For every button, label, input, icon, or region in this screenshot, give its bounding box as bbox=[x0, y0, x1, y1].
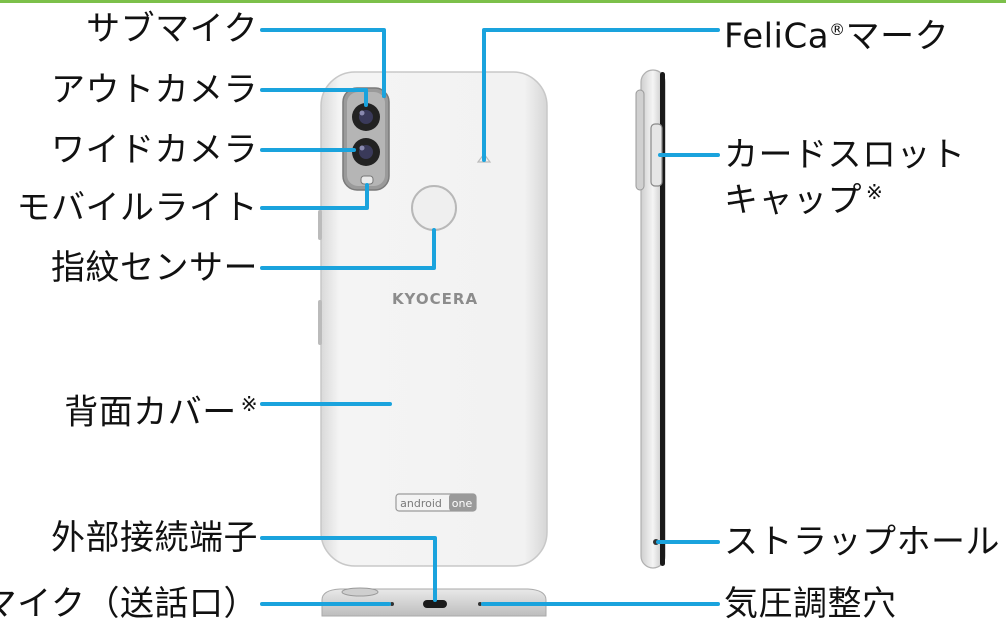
label-card-slot-line1: カードスロット bbox=[724, 135, 966, 175]
label-strap-hole: ストラップホール bbox=[724, 522, 1000, 562]
label-out-camera: アウトカメラ bbox=[51, 70, 258, 110]
os-badge: android one bbox=[395, 493, 477, 512]
phone-side-view bbox=[635, 69, 666, 569]
label-external-port: 外部接続端子 bbox=[51, 518, 258, 558]
felica-text: FeliCa bbox=[724, 16, 830, 57]
card-slot-cap-text: キャップ bbox=[724, 180, 862, 221]
phone-back-view: KYOCERA android one bbox=[318, 71, 548, 567]
label-felica: FeliCa®マーク bbox=[724, 10, 949, 56]
top-accent-bar bbox=[0, 0, 1006, 3]
leader-lines bbox=[260, 28, 720, 606]
back-cover-note: ※ bbox=[240, 392, 258, 416]
usb-port bbox=[423, 600, 447, 608]
label-mobile-light: モバイルライト bbox=[16, 188, 258, 228]
card-slot-note: ※ bbox=[866, 180, 884, 204]
label-sub-mic: サブマイク bbox=[86, 9, 258, 49]
back-cover-text: 背面カバー bbox=[64, 392, 237, 433]
air-pressure-hole bbox=[478, 602, 482, 606]
phone-bottom-view bbox=[321, 587, 547, 617]
brand-logo: KYOCERA bbox=[392, 290, 478, 308]
label-fingerprint-sensor: 指紋センサー bbox=[51, 248, 258, 288]
mobile-light bbox=[360, 175, 374, 185]
mic-hole bbox=[390, 602, 394, 606]
svg-text:one: one bbox=[452, 497, 473, 510]
felica-registered-mark: ® bbox=[829, 20, 846, 39]
label-mic: マイク（送話口） bbox=[0, 584, 258, 624]
label-back-cover: 背面カバー※ bbox=[64, 384, 258, 432]
label-card-slot-line2: キャップ※ bbox=[724, 172, 883, 220]
label-air-pressure-hole: 気圧調整穴 bbox=[724, 584, 897, 624]
fingerprint-sensor bbox=[411, 185, 457, 231]
label-wide-camera: ワイドカメラ bbox=[51, 130, 258, 170]
svg-text:android: android bbox=[400, 497, 442, 510]
felica-suffix: マーク bbox=[845, 16, 950, 57]
